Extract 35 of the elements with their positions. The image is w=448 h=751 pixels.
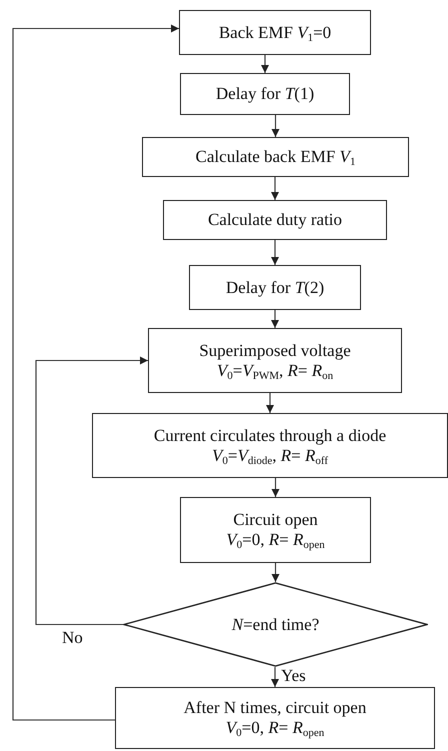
process-box xyxy=(189,265,361,310)
arrow xyxy=(35,356,148,626)
arrow xyxy=(271,667,279,687)
process-box xyxy=(92,413,448,478)
process-box xyxy=(115,687,435,749)
arrow xyxy=(271,177,279,200)
process-box xyxy=(163,200,387,240)
arrow xyxy=(271,240,279,265)
formula-text: V$_{0}$=0, R= R$_{open}$ xyxy=(226,718,324,738)
step-text: After N times, circuit open xyxy=(184,698,366,718)
arrow xyxy=(261,55,269,73)
process-box xyxy=(179,10,371,55)
process-box xyxy=(142,137,409,177)
step-text: Calculate duty ratio xyxy=(208,210,342,230)
step-text: Back EMF V$_{1}$=0 xyxy=(218,22,332,42)
process-box xyxy=(180,73,350,115)
step-text: N=end time? xyxy=(232,614,320,634)
process-box xyxy=(148,328,402,393)
arrow xyxy=(272,115,280,137)
step-text: Delay for T(1) xyxy=(216,84,314,104)
step-text: Calculate back EMF V$_{1}$ xyxy=(196,147,356,167)
formula-text: V$_{0}$=0, R= R$_{open}$ xyxy=(226,530,325,550)
formula-text: V$_{0}$=V$_{diode}$, R= R$_{off}$ xyxy=(212,446,328,466)
arrow xyxy=(272,563,280,582)
process-box xyxy=(180,497,371,563)
step-text: Superimposed voltage xyxy=(199,340,351,360)
step-text: Delay for T(2) xyxy=(226,278,324,298)
step-text: Current circulates through a diode xyxy=(154,426,386,446)
decision-diamond xyxy=(123,582,428,667)
step-text: Circuit open xyxy=(233,510,318,530)
arrow xyxy=(266,393,274,413)
arrow xyxy=(12,24,179,721)
arrow xyxy=(271,310,279,328)
arrow xyxy=(272,478,280,497)
formula-text: V$_{0}$=V$_{PWM}$, R= R$_{on}$ xyxy=(216,360,334,380)
